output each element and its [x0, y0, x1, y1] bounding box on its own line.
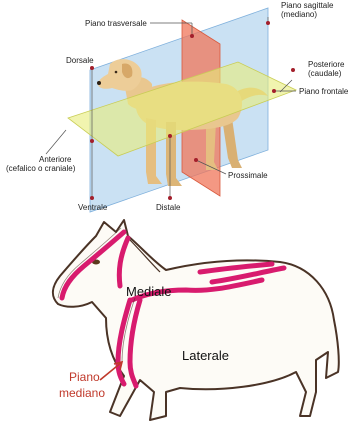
label-piano-trasversale: Piano trasversale	[85, 19, 147, 28]
label-piano-sagittale-sub: (mediano)	[281, 10, 317, 19]
dog-diagram: Piano trasversale Piano sagittale (media…	[6, 1, 349, 212]
label-piano: Piano	[69, 370, 100, 384]
label-piano-sagittale: Piano sagittale	[281, 1, 334, 10]
label-laterale: Laterale	[182, 348, 229, 363]
label-mediano: mediano	[59, 386, 105, 400]
label-anteriore: Anteriore	[39, 155, 72, 164]
label-anteriore-sub: (cefalico o craniale)	[6, 164, 76, 173]
label-posteriore-sub: (caudale)	[308, 69, 342, 78]
label-posteriore: Posteriore	[308, 60, 345, 69]
label-prossimale: Prossimale	[228, 171, 268, 180]
horse-diagram: Mediale Laterale Piano mediano	[53, 220, 339, 420]
label-piano-frontale: Piano frontale	[299, 87, 349, 96]
label-mediale: Mediale	[126, 284, 172, 299]
label-dorsale: Dorsale	[66, 56, 94, 65]
label-ventrale: Ventrale	[78, 203, 108, 212]
label-distale: Distale	[156, 203, 181, 212]
